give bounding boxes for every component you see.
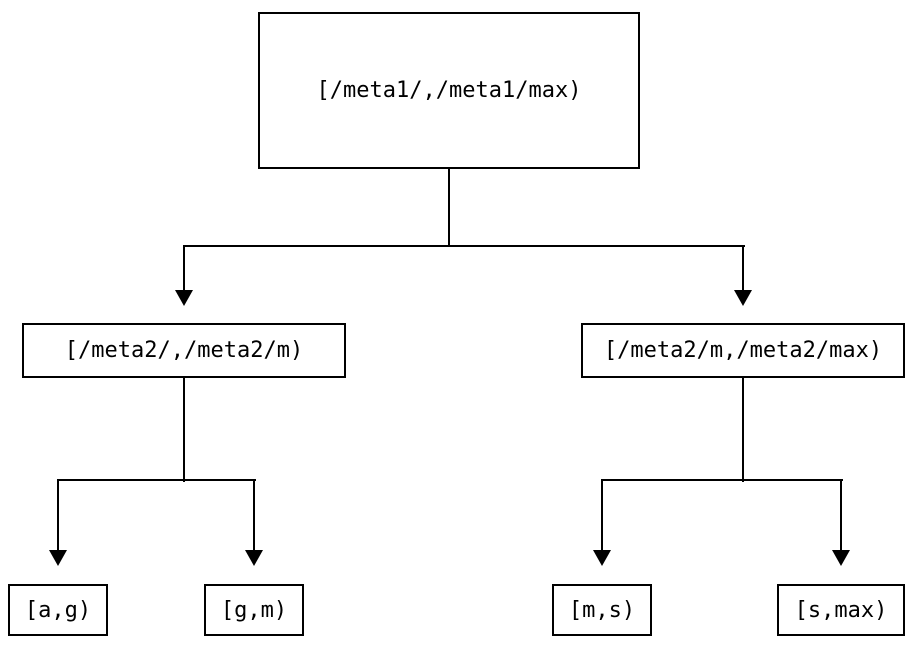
connector-right-split: [601, 479, 843, 481]
connector-top-split: [183, 245, 745, 247]
arrowhead-down-icon: [49, 550, 67, 566]
connector-top-left-drop: [183, 245, 185, 291]
connector-root-stem: [448, 169, 450, 247]
arrowhead-down-icon: [593, 550, 611, 566]
node-leaf-m-s: [m,s): [552, 584, 652, 636]
node-meta2-low-interval: [/meta2/,/meta2/m): [22, 323, 346, 378]
node-leaf-g-m: [g,m): [204, 584, 304, 636]
connector-right-drop-smax: [840, 479, 842, 550]
node-leaf-s-max: [s,max): [777, 584, 905, 636]
node-meta2-high-interval: [/meta2/m,/meta2/max): [581, 323, 905, 378]
arrowhead-down-icon: [832, 550, 850, 566]
arrowhead-down-icon: [734, 290, 752, 306]
connector-right-stem: [742, 378, 744, 482]
connector-left-drop-gm: [253, 479, 255, 550]
arrowhead-down-icon: [245, 550, 263, 566]
connector-left-stem: [183, 378, 185, 482]
connector-right-drop-ms: [601, 479, 603, 550]
node-leaf-a-g: [a,g): [8, 584, 108, 636]
node-root-interval: [/meta1/,/meta1/max): [258, 12, 640, 169]
connector-left-drop-ag: [57, 479, 59, 550]
connector-top-right-drop: [742, 245, 744, 291]
connector-left-split: [57, 479, 256, 481]
arrowhead-down-icon: [175, 290, 193, 306]
